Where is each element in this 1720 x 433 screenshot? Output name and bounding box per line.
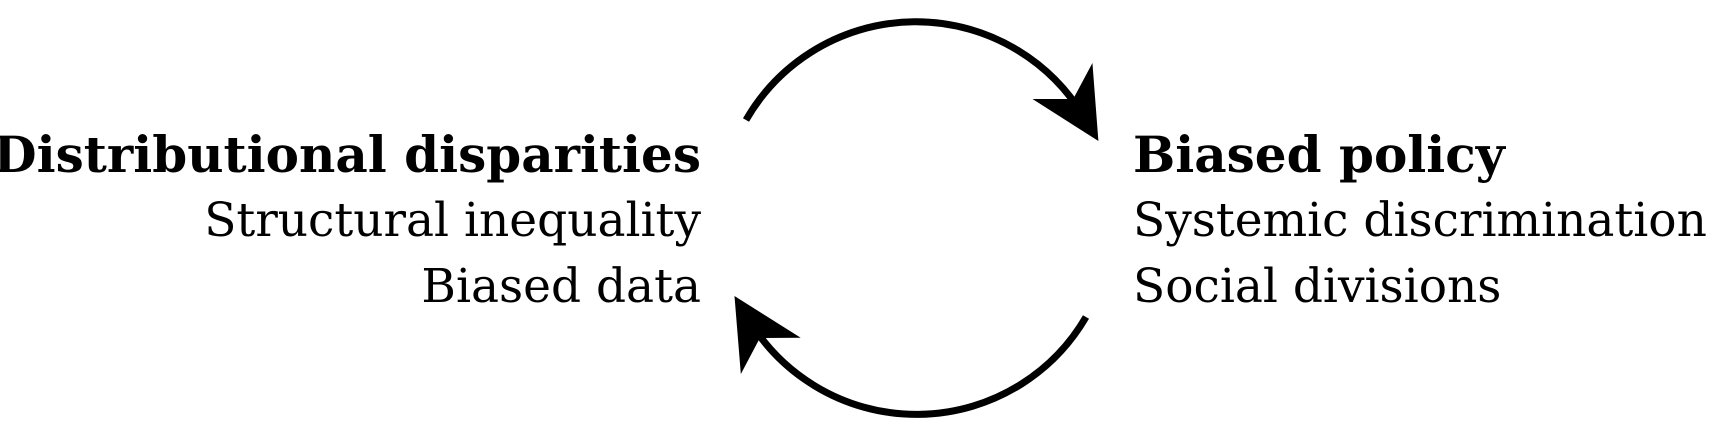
left-node-title: Distributional disparities (0, 125, 701, 184)
right-node-title: Biased policy (1133, 125, 1505, 184)
left-node-line-1: Structural inequality (204, 193, 701, 248)
biased-policy-node: Biased policy Systemic discrimination So… (1133, 122, 1707, 320)
top-arrow (742, 18, 1099, 142)
left-node-line-2: Biased data (421, 259, 701, 314)
right-node-line-2: Social divisions (1133, 259, 1502, 314)
distributional-disparities-node: Distributional disparities Structural in… (0, 122, 701, 320)
right-node-line-1: Systemic discrimination (1133, 193, 1707, 248)
bottom-arrow (734, 296, 1090, 418)
